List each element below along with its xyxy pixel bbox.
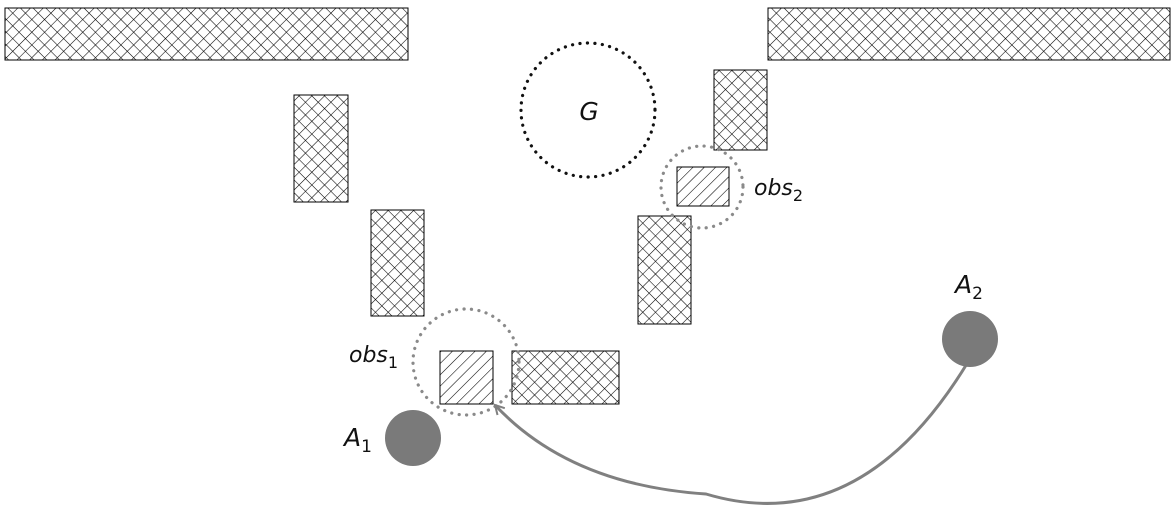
obstacle-1 [439, 350, 494, 405]
goal-label: G [579, 97, 598, 126]
obstacle-2-label: obs2 [754, 176, 803, 205]
obstacle-2 [676, 166, 730, 207]
agent-1-label: A1 [342, 423, 372, 457]
agent-2 [942, 311, 998, 367]
wall-bottom-center [511, 350, 620, 405]
obstacle-1-label: obs1 [349, 343, 398, 372]
goal-region [519, 41, 657, 179]
wall-left-lower [370, 209, 425, 317]
wall-right-upper [713, 69, 768, 151]
obstacle-1-radius [411, 307, 521, 417]
wall-top-left [4, 7, 409, 61]
agent-2-label: A2 [953, 270, 983, 304]
wall-right-lower [637, 215, 692, 325]
agent-1 [385, 410, 441, 466]
wall-top-right [767, 7, 1171, 61]
wall-left-upper [293, 94, 349, 203]
obstacle-2-radius [659, 144, 745, 230]
agent-2-path-arrow [495, 361, 970, 505]
